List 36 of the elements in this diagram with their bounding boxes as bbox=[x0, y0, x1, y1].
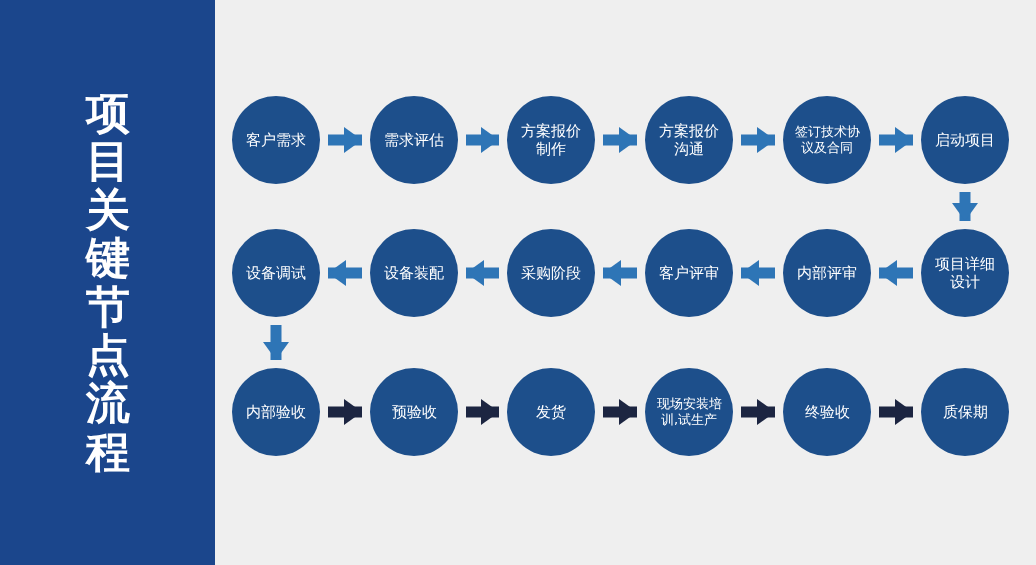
arrow bbox=[328, 260, 362, 286]
node-label: 内部评审 bbox=[797, 264, 857, 282]
arrow bbox=[466, 127, 499, 153]
node-label: 启动项目 bbox=[935, 131, 995, 149]
node-label: 方案报价沟通 bbox=[658, 122, 720, 158]
arrow bbox=[603, 260, 637, 286]
node-label: 质保期 bbox=[942, 403, 988, 421]
arrow bbox=[879, 127, 913, 153]
node-label: 采购阶段 bbox=[521, 264, 581, 282]
node-label: 终验收 bbox=[804, 403, 850, 421]
node-label: 客户评审 bbox=[659, 264, 719, 282]
node-label: 预验收 bbox=[391, 403, 437, 421]
node-label: 方案报价制作 bbox=[520, 122, 582, 158]
arrow bbox=[603, 399, 637, 425]
arrow bbox=[328, 127, 362, 153]
node-label: 项目详细设计 bbox=[934, 255, 996, 291]
arrow bbox=[879, 399, 913, 425]
node-label: 设备调试 bbox=[246, 264, 306, 282]
node-label: 签订技术协议及合同 bbox=[793, 124, 861, 156]
arrow bbox=[466, 260, 499, 286]
arrow bbox=[741, 127, 775, 153]
node-label: 发货 bbox=[536, 403, 566, 421]
title: 项目关键节点流程 bbox=[85, 88, 130, 477]
arrow bbox=[741, 399, 775, 425]
node-label: 设备装配 bbox=[384, 264, 444, 282]
arrow bbox=[741, 260, 775, 286]
arrow bbox=[879, 260, 913, 286]
node-label: 现场安装培训,试生产 bbox=[655, 396, 723, 428]
arrow bbox=[263, 325, 289, 360]
node-label: 客户需求 bbox=[246, 131, 306, 149]
arrow bbox=[952, 192, 978, 221]
node-label: 需求评估 bbox=[384, 131, 444, 149]
arrow bbox=[466, 399, 499, 425]
arrow bbox=[328, 399, 362, 425]
arrow bbox=[603, 127, 637, 153]
node-label: 内部验收 bbox=[246, 403, 306, 421]
